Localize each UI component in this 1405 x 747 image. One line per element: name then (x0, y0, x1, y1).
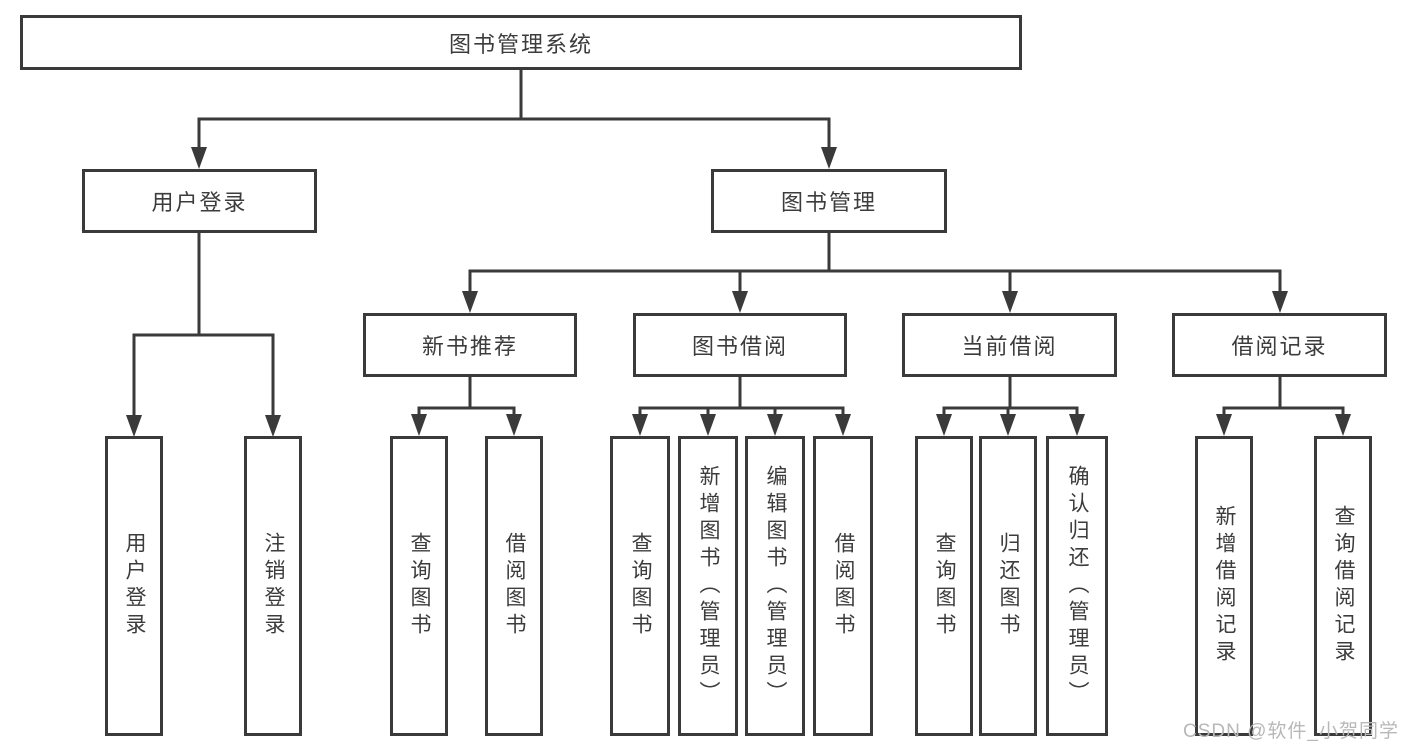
leaf-add-book-admin: 新增图书（管理员） (678, 436, 738, 736)
leaf-query-book-recommend: 查询图书 (390, 436, 448, 736)
leaf-borrow-book: 借阅图书 (813, 436, 873, 736)
leaf-edit-book-admin: 编辑图书（管理员） (745, 436, 805, 736)
node-borrow-records: 借阅记录 (1172, 313, 1387, 377)
node-user-login: 用户登录 (82, 169, 317, 233)
leaf-confirm-return-admin: 确认归还（管理员） (1046, 436, 1108, 736)
leaf-user-login: 用户登录 (105, 436, 163, 736)
csdn-watermark: CSDN @软件_小贺同学 (1183, 721, 1399, 742)
node-new-book-recommend: 新书推荐 (363, 313, 577, 377)
leaf-logout-login: 注销登录 (244, 436, 302, 736)
leaf-borrow-book-recommend: 借阅图书 (485, 436, 543, 736)
leaf-add-borrow-record: 新增借阅记录 (1195, 436, 1253, 736)
node-library-management-system: 图书管理系统 (20, 15, 1022, 70)
node-book-management: 图书管理 (711, 169, 947, 233)
node-current-borrow: 当前借阅 (902, 313, 1117, 377)
leaf-return-book: 归还图书 (979, 436, 1037, 736)
leaf-query-book-current: 查询图书 (915, 436, 973, 736)
node-book-borrow: 图书借阅 (633, 313, 847, 377)
leaf-query-borrow-record: 查询借阅记录 (1314, 436, 1372, 736)
leaf-query-book-borrow: 查询图书 (610, 436, 670, 736)
